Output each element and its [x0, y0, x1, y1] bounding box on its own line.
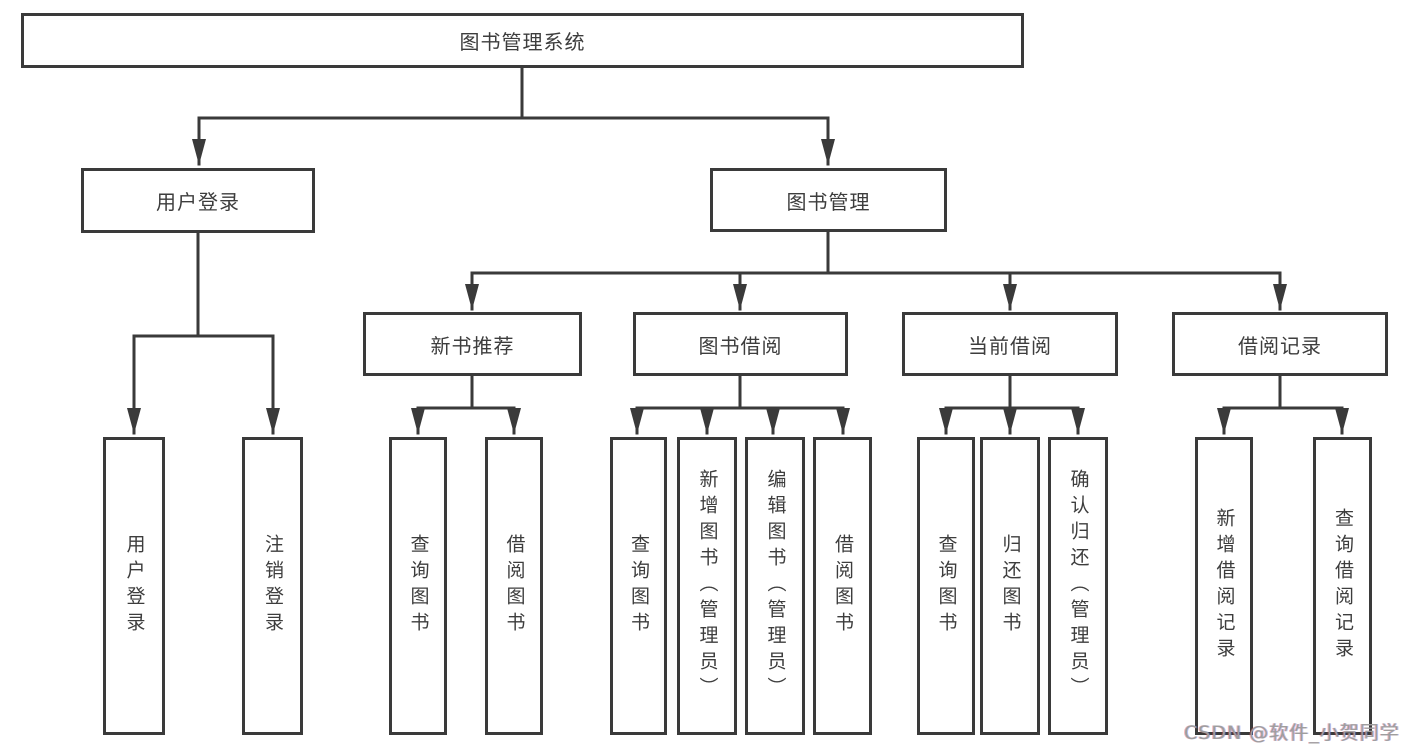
csdn-watermark: CSDN @软件_小贺同学 [1184, 722, 1400, 744]
leaf-borrow-books-recommend-label: 借阅图书 [503, 534, 526, 638]
node-user-login: 用户登录 [81, 168, 315, 233]
leaf-query-books-recommend-label: 查询图书 [407, 534, 430, 638]
leaf-logout-login-label: 注销登录 [262, 534, 284, 638]
node-current-borrowing-label: 当前借阅 [968, 333, 1052, 358]
leaf-query-borrow-record: 查询借阅记录 [1313, 437, 1372, 735]
node-book-management-label: 图书管理 [786, 189, 871, 214]
node-book-borrowing: 图书借阅 [633, 312, 848, 376]
leaf-query-books-current: 查询图书 [917, 437, 975, 735]
leaf-user-login: 用户登录 [103, 437, 165, 735]
node-borrowing-records: 借阅记录 [1172, 312, 1388, 376]
leaf-add-books-admin: 新增图书（管理员） [677, 437, 737, 735]
leaf-confirm-return-admin: 确认归还（管理员） [1048, 437, 1108, 735]
leaf-edit-books-admin-label: 编辑图书（管理员） [764, 469, 787, 703]
edge-borrowing-records-to-leaves [1217, 374, 1349, 435]
node-new-book-recommend: 新书推荐 [363, 312, 582, 376]
leaf-logout-login: 注销登录 [242, 437, 303, 735]
leaf-user-login-label: 用户登录 [123, 534, 146, 638]
leaf-edit-books-admin: 编辑图书（管理员） [745, 437, 805, 735]
node-current-borrowing: 当前借阅 [902, 312, 1118, 376]
leaf-query-books-borrowing: 查询图书 [610, 437, 667, 735]
node-root: 图书管理系统 [21, 13, 1024, 68]
leaf-add-borrow-record-label: 新增借阅记录 [1213, 508, 1236, 664]
edge-new-book-recommend-to-leaves [411, 374, 521, 435]
leaf-confirm-return-admin-label: 确认归还（管理员） [1067, 469, 1090, 703]
leaf-query-books-borrowing-label: 查询图书 [628, 534, 650, 638]
edge-current-borrowing-to-leaves [939, 374, 1085, 435]
leaf-add-borrow-record: 新增借阅记录 [1195, 437, 1253, 735]
leaf-return-books: 归还图书 [980, 437, 1040, 735]
node-book-borrowing-label: 图书借阅 [698, 333, 783, 358]
node-new-book-recommend-label: 新书推荐 [430, 333, 515, 358]
edge-user-login-to-leaves [127, 231, 280, 435]
leaf-add-books-admin-label: 新增图书（管理员） [696, 469, 719, 703]
edge-root-to-level2 [192, 65, 835, 166]
leaf-query-books-current-label: 查询图书 [935, 534, 958, 638]
node-book-management: 图书管理 [710, 168, 947, 232]
leaf-return-books-label: 归还图书 [999, 534, 1022, 638]
leaf-query-books-recommend: 查询图书 [389, 437, 447, 735]
leaf-borrow-books-borrowing: 借阅图书 [813, 437, 872, 735]
leaf-borrow-books-recommend: 借阅图书 [485, 437, 543, 735]
node-root-label: 图书管理系统 [459, 30, 586, 54]
leaf-query-borrow-record-label: 查询借阅记录 [1332, 508, 1354, 664]
node-user-login-label: 用户登录 [156, 190, 240, 214]
node-borrowing-records-label: 借阅记录 [1238, 333, 1322, 358]
leaf-borrow-books-borrowing-label: 借阅图书 [832, 534, 854, 638]
edge-book-borrowing-to-leaves [630, 374, 850, 435]
edge-book-management-to-level3 [465, 230, 1287, 311]
